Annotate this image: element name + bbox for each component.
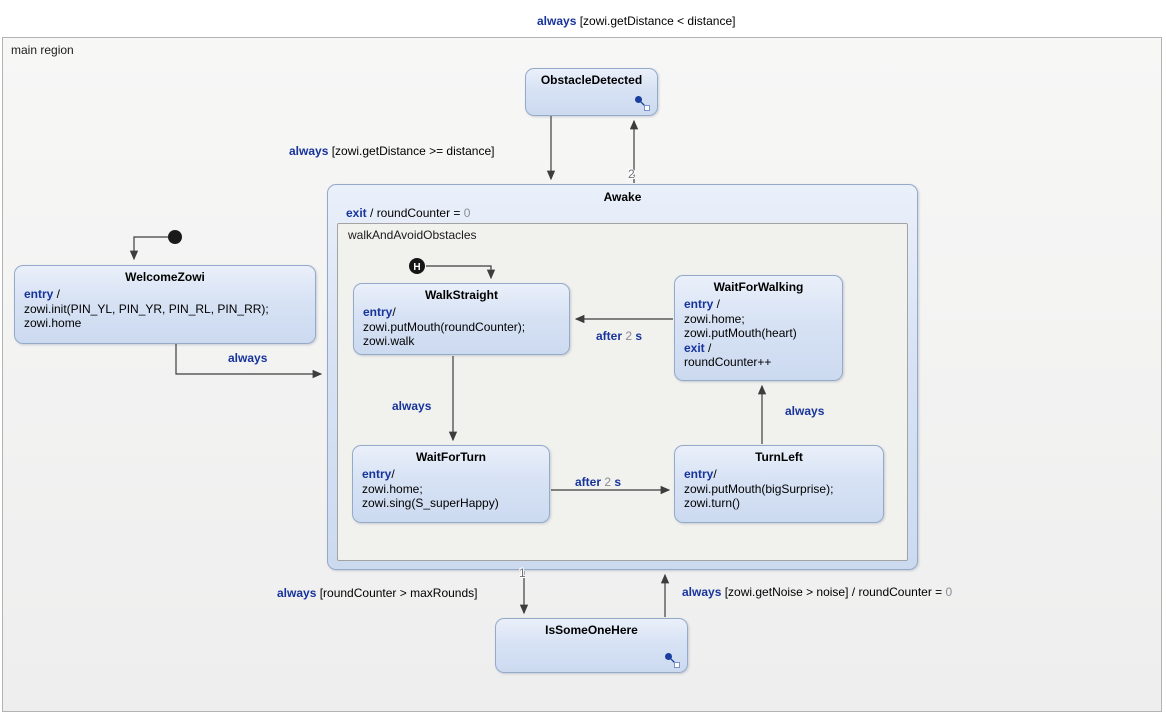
action-line: zowi.walk — [363, 334, 415, 348]
exit-keyword: exit — [346, 206, 367, 220]
transition-guard: [roundCounter > maxRounds] — [316, 586, 478, 600]
state-wait-for-walking[interactable]: WaitForWalking entry / zowi.home; zowi.p… — [674, 275, 843, 381]
state-title: TurnLeft — [755, 450, 803, 464]
transition-label-waitforturn-to-turnleft[interactable]: after 2 s — [575, 475, 622, 489]
state-obstacle-detected[interactable]: ObstacleDetected — [525, 68, 658, 116]
transition-label-issomeone-to-awake[interactable]: always [zowi.getNoise > noise] / roundCo… — [682, 585, 953, 599]
state-title: ObstacleDetected — [540, 73, 643, 87]
state-title: Awake — [603, 190, 642, 204]
transition-label-turnleft-to-waitwalking[interactable]: always — [785, 404, 825, 418]
exit-expression: / roundCounter = — [366, 206, 464, 220]
action-line: zowi.turn() — [684, 496, 741, 510]
action-line: roundCounter++ — [684, 355, 772, 369]
transition-priority-1: 1 — [519, 566, 526, 580]
transition-label-obstacle-to-awake[interactable]: always [zowi.getDistance >= distance] — [289, 144, 494, 158]
transition-trigger: always — [277, 586, 317, 600]
transition-trigger: always — [289, 144, 329, 158]
entry-keyword: entry — [24, 287, 54, 301]
exit-keyword: exit — [684, 340, 705, 355]
action-line: zowi.putMouth(heart) — [684, 326, 797, 340]
state-title: IsSomeOneHere — [545, 623, 638, 637]
entry-keyword: entry — [684, 467, 714, 481]
state-actions: entry/ zowi.home; zowi.sing(S_superHappy… — [353, 464, 549, 511]
state-actions: entry/ zowi.putMouth(roundCounter); zowi… — [354, 302, 569, 349]
action-line: zowi.init(PIN_YL, PIN_YR, PIN_RL, PIN_RR… — [24, 301, 269, 316]
action-line: zowi.sing(S_superHappy) — [362, 496, 499, 510]
entry-keyword: entry — [363, 305, 393, 319]
transition-priority-2: 2 — [628, 167, 635, 181]
transition-label-waitwalking-to-walkstraight[interactable]: after 2 s — [596, 329, 643, 343]
action-line: zowi.putMouth(roundCounter); — [363, 319, 526, 334]
transition-label-awake-to-obstacle[interactable]: always [zowi.getDistance < distance] — [537, 14, 735, 28]
transition-guard: [zowi.getDistance < distance] — [576, 14, 736, 28]
action-line: zowi.home; — [684, 311, 745, 326]
inner-region-label: walkAndAvoidObstacles — [348, 228, 477, 242]
transition-label-welcome-to-awake[interactable]: always — [228, 351, 268, 365]
transition-label-walkstraight-to-waitforturn[interactable]: always — [392, 399, 432, 413]
transition-trigger: always — [537, 14, 577, 28]
state-welcome-zowi[interactable]: WelcomeZowi entry / zowi.init(PIN_YL, PI… — [14, 265, 316, 344]
state-title: WelcomeZowi — [125, 270, 205, 284]
state-title: WaitForWalking — [713, 280, 804, 294]
state-turn-left[interactable]: TurnLeft entry/ zowi.putMouth(bigSurpris… — [674, 445, 884, 523]
entry-keyword: entry — [362, 467, 392, 481]
composite-state-icon — [635, 96, 650, 111]
transition-guard: [zowi.getDistance >= distance] — [328, 144, 495, 158]
transition-trigger: after — [596, 329, 623, 343]
action-line: zowi.putMouth(bigSurprise); — [684, 481, 834, 496]
state-title: WaitForTurn — [416, 450, 486, 464]
entry-keyword: entry — [684, 297, 714, 311]
state-is-someone-here[interactable]: IsSomeOneHere — [495, 618, 688, 673]
awake-exit-action: exit / roundCounter = 0 — [346, 206, 470, 220]
composite-state-icon — [665, 653, 680, 668]
main-region-label: main region — [11, 43, 74, 57]
action-line: zowi.home; — [362, 481, 423, 496]
state-actions: entry / zowi.init(PIN_YL, PIN_YR, PIN_RL… — [15, 284, 315, 331]
transition-trigger: always — [682, 585, 722, 599]
transition-trigger: after — [575, 475, 602, 489]
state-walk-straight[interactable]: WalkStraight entry/ zowi.putMouth(roundC… — [353, 283, 570, 355]
state-actions: entry / zowi.home; zowi.putMouth(heart) … — [675, 294, 842, 370]
state-actions: entry/ zowi.putMouth(bigSurprise); zowi.… — [675, 464, 883, 511]
action-line: zowi.home — [24, 316, 82, 330]
transition-guard-action: [zowi.getNoise > noise] / roundCounter = — [721, 585, 946, 599]
exit-value: 0 — [463, 206, 471, 220]
transition-label-awake-to-issomeone[interactable]: always [roundCounter > maxRounds] — [277, 586, 477, 600]
state-wait-for-turn[interactable]: WaitForTurn entry/ zowi.home; zowi.sing(… — [352, 445, 550, 523]
state-title: WalkStraight — [425, 288, 498, 302]
